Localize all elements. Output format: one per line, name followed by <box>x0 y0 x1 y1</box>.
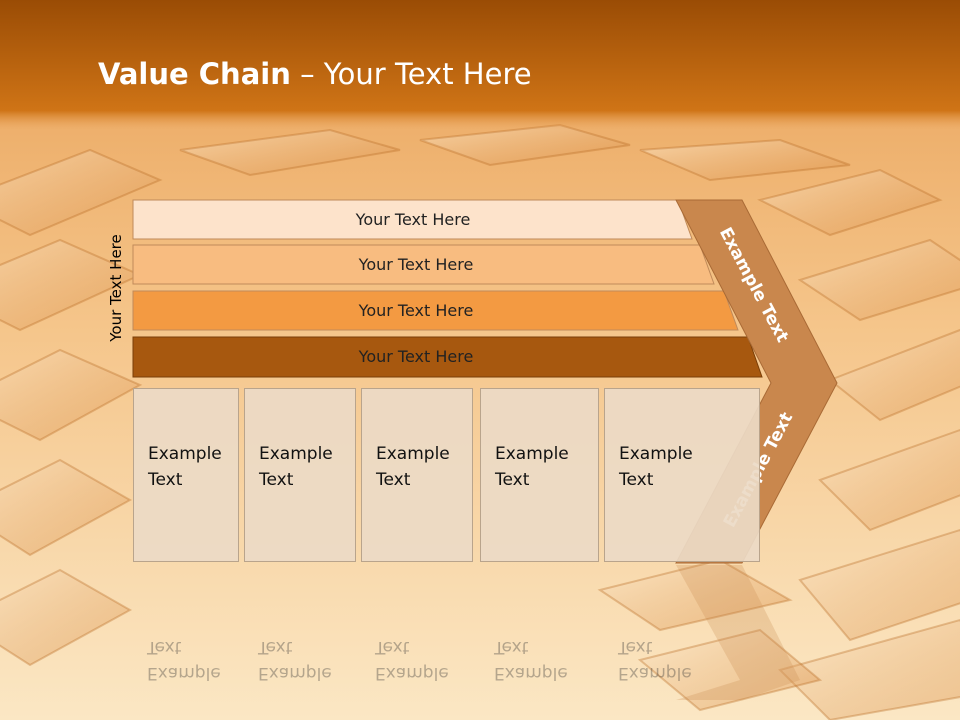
row-bar-2 <box>132 244 715 285</box>
box-1-line-1: Example <box>148 444 222 464</box>
title-bold: Value Chain <box>98 57 291 91</box>
row-4-label: Your Text Here <box>358 346 474 366</box>
box-5-line-2: Text <box>619 470 654 490</box>
title-bar <box>0 0 960 130</box>
row-4: Your Text Here <box>133 337 699 375</box>
row-1-label: Your Text Here <box>355 209 471 229</box>
box-5-line-1: Example <box>619 444 693 464</box>
box-2-line-1: Example <box>259 444 333 464</box>
box-3-line-2: Text <box>376 470 411 490</box>
row-bar-4 <box>132 336 763 378</box>
box-4-line-1: Example <box>495 444 569 464</box>
page-title: Value Chain – Your Text Here <box>98 55 532 93</box>
row-2-label: Your Text Here <box>358 254 474 274</box>
box-2-line-2: Text <box>259 470 294 490</box>
chevron-reflection <box>676 565 800 700</box>
row-3: Your Text Here <box>133 291 699 329</box>
row-2: Your Text Here <box>133 245 699 283</box>
box-1-line-2: Text <box>148 470 183 490</box>
box-4-line-2: Text <box>495 470 530 490</box>
title-rest: – Your Text Here <box>290 57 532 91</box>
row-bar-1 <box>132 199 693 240</box>
box-3-line-1: Example <box>376 444 450 464</box>
row-bar-3 <box>132 290 739 331</box>
row-1: Your Text Here <box>133 200 693 238</box>
row-3-label: Your Text Here <box>358 300 474 320</box>
